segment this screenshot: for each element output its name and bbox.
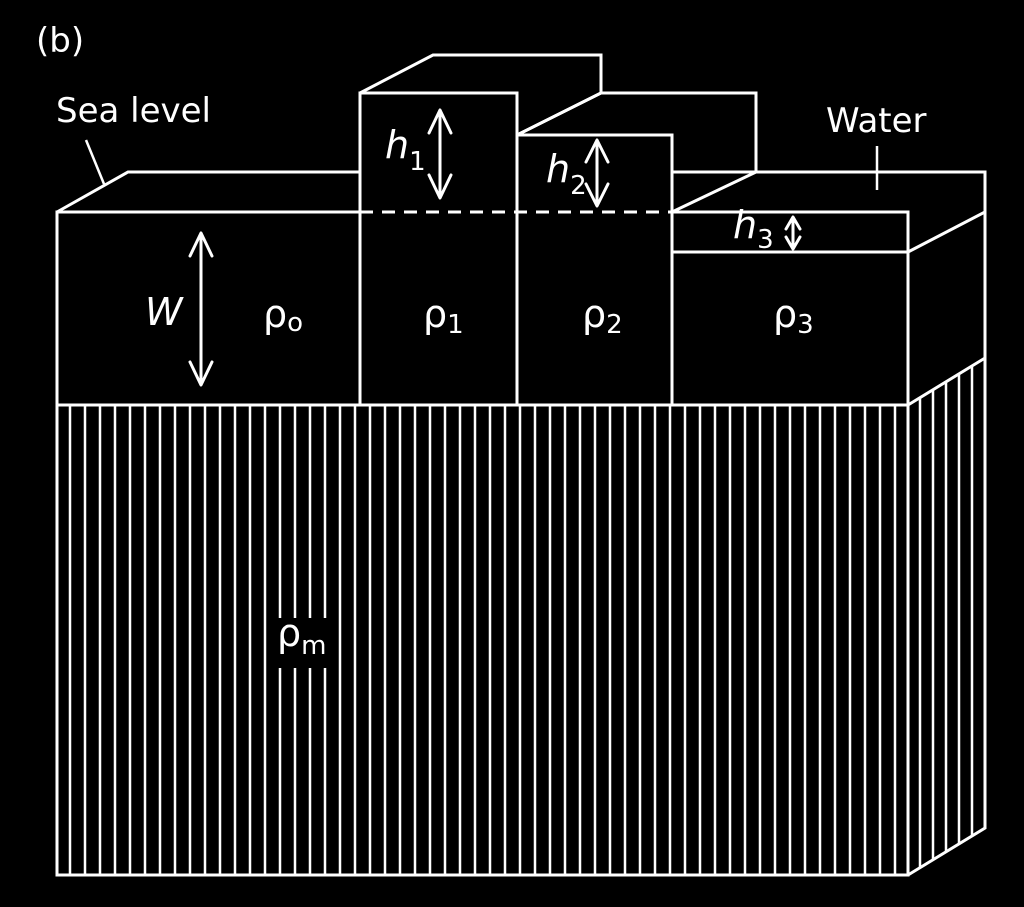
rho-1-label: ρ1 [423,292,464,340]
rho-o-label: ρo [263,292,303,338]
h3-symbol: h3 [733,203,774,255]
sea-level-label: Sea level [56,91,211,131]
mantle-hatch [68,405,897,875]
w-thickness-arrow [188,231,214,387]
water-layer [672,210,910,405]
rho-3-label: ρ3 [773,292,814,340]
h2-symbol: h2 [546,147,587,201]
mantle-side-hatch [918,365,974,868]
rho-m-label-background [272,618,334,668]
crust-block-rho-2-top [516,91,758,174]
crust-block-rho-o-top [56,170,360,214]
dashed-lines [358,135,674,405]
edge-overlays [358,93,674,212]
mantle-front-face [55,403,910,877]
rho-m-label: ρm [277,611,326,661]
h1-symbol: h1 [385,123,426,177]
w-symbol: W [145,290,184,334]
mantle-side-face [907,355,987,877]
water-label: Water [826,101,927,141]
h1-height-arrow [427,108,453,200]
sea-level-leader [84,139,106,185]
h3-height-arrow [784,215,802,251]
rho-2-label: ρ2 [582,292,623,340]
arrows [188,108,802,387]
water-layer-top [671,170,987,254]
panel-label: (b) [36,21,84,61]
h2-height-arrow [584,138,610,208]
